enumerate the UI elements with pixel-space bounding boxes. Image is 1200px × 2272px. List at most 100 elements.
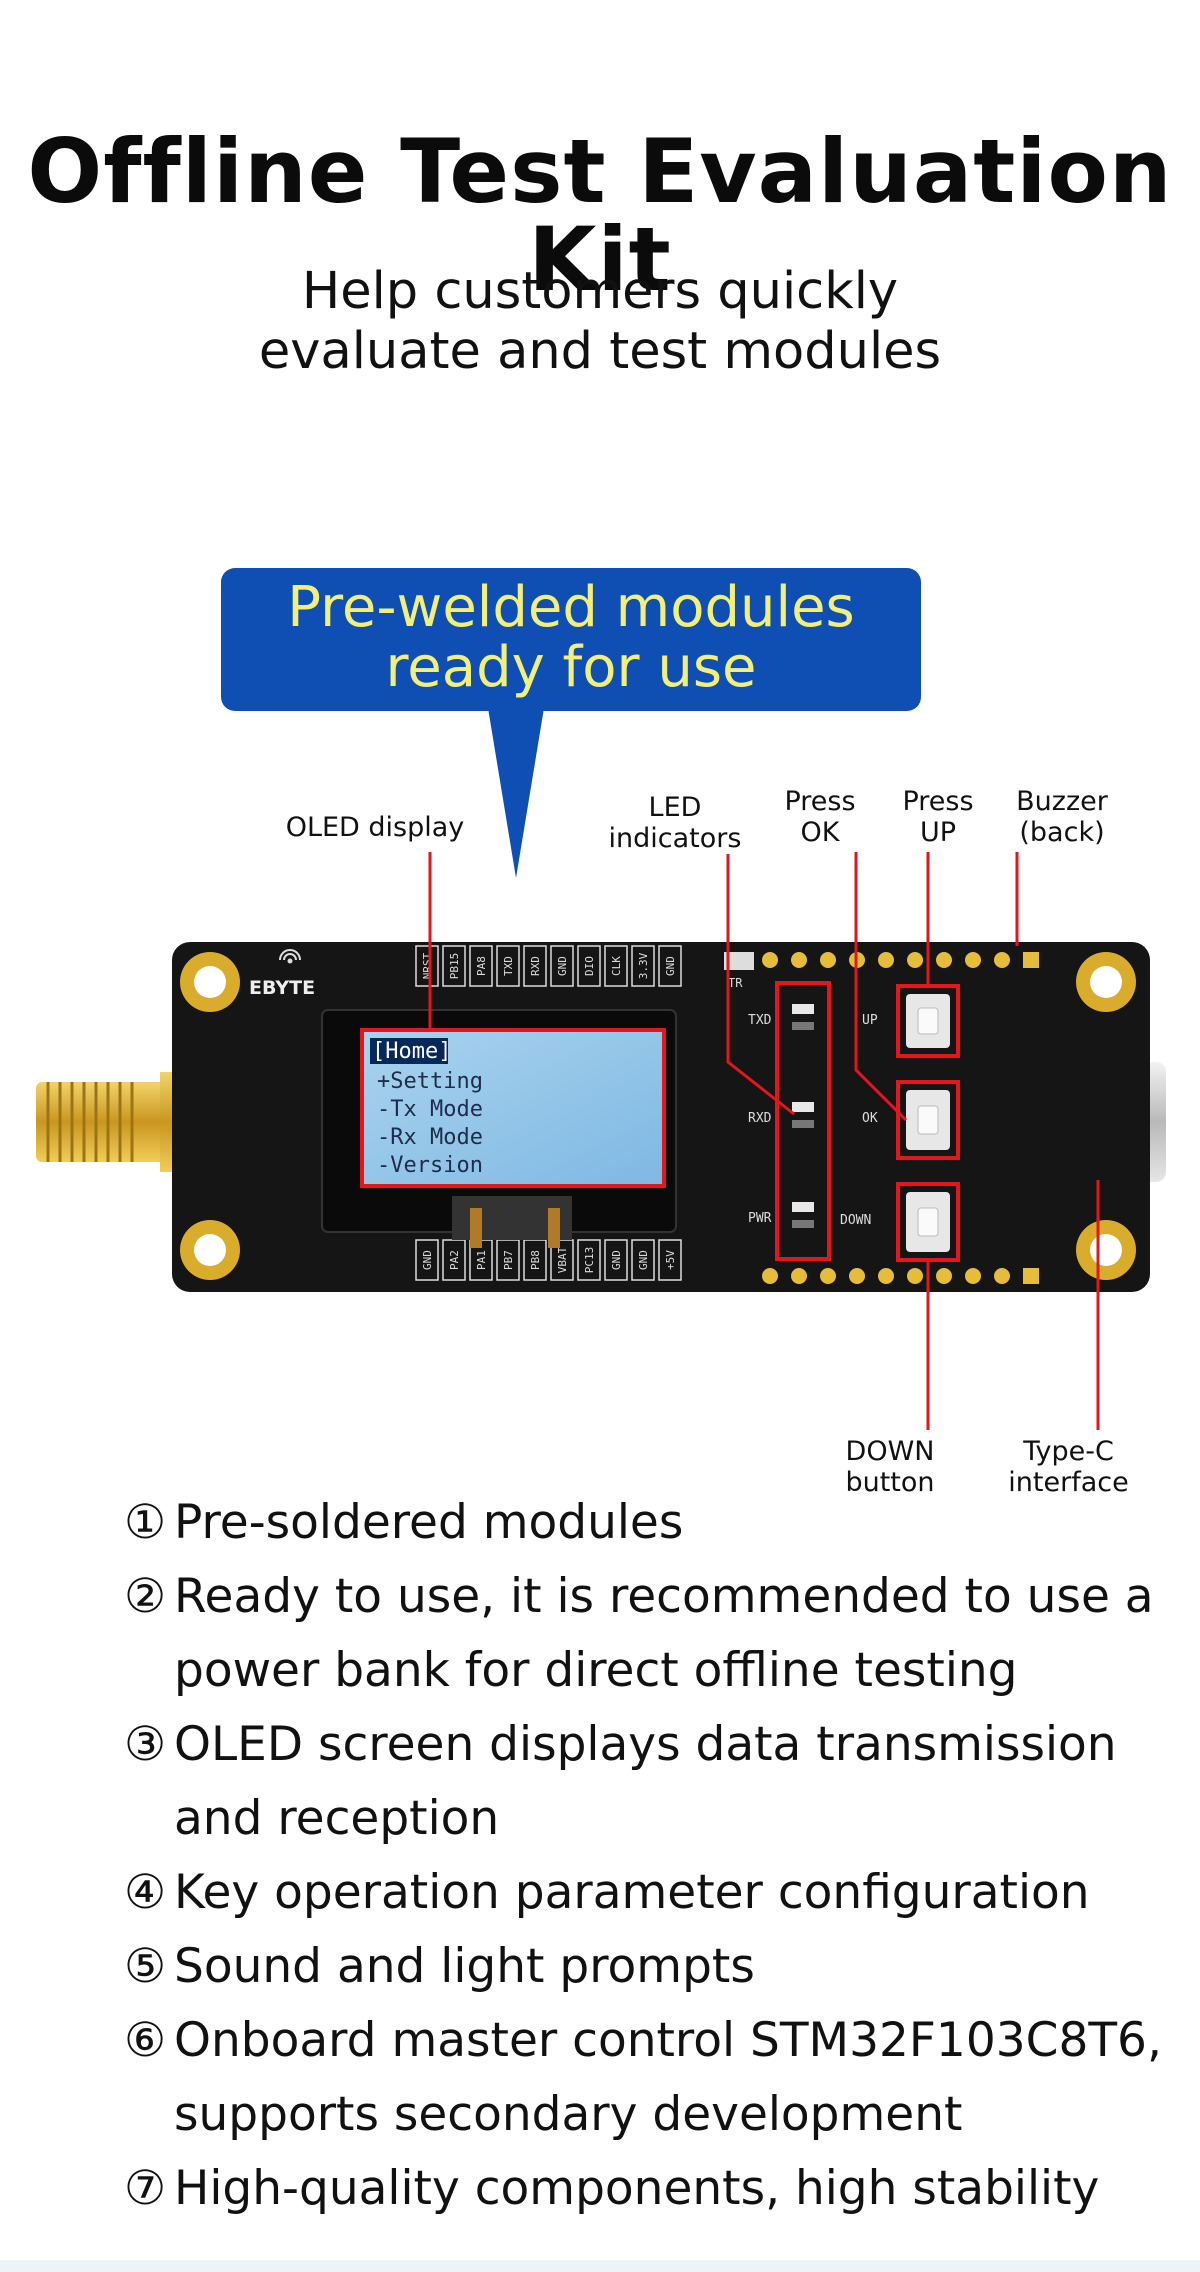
gold-pad [820,1268,836,1284]
feature-number: ⑥ [124,2013,167,2068]
feature-text: OLED screen displays data transmission a… [174,1717,1117,1846]
pin-label: PB8 [529,1250,542,1270]
led-indicators: TXD RXD PWR [748,981,831,1261]
oled-line-home: [Home] [372,1039,451,1064]
feature-number: ④ [124,1865,167,1920]
silk-up: UP [862,1013,878,1028]
pin-label: PA8 [475,956,488,976]
pin-label: VBAT [556,1246,569,1273]
subtitle-line: evaluate and test modules [258,322,942,381]
pin-box [415,1239,439,1281]
feature-number: ⑤ [124,1939,167,1994]
label-type-c: Type-C interface [996,1436,1141,1498]
label-press-up: Press UP [888,786,988,848]
oled-line-rx: -Rx Mode [377,1125,483,1150]
pad-row-bottom [762,1268,1039,1284]
feature-item: ② Ready to use, it is recommended to use… [124,1560,1164,1708]
pin-label: +5V [664,1250,677,1270]
label-oled-display: OLED display [285,812,465,843]
feature-item: ④ Key operation parameter configuration [124,1856,1164,1930]
silk-txd: TXD [748,1013,772,1028]
pin-box [604,1239,628,1281]
feature-item: ⑥ Onboard master control STM32F103C8T6, … [124,2004,1164,2152]
gold-pad [994,1268,1010,1284]
feature-number: ② [124,1569,167,1624]
pin-box [604,945,628,987]
label-buzzer: Buzzer (back) [1002,786,1122,848]
gold-pad [936,952,952,968]
label-line: button [845,1467,935,1498]
pin-label: PB15 [448,953,461,980]
pin-label: PA1 [475,1250,488,1270]
label-line: OK [800,817,840,848]
label-line: LED [648,792,702,823]
bottom-edge [0,2260,1200,2272]
silk-down: DOWN [840,1213,871,1228]
pin-label: CLK [610,956,623,976]
mounting-hole [1076,1220,1136,1280]
oled-line-version: -Version [377,1153,483,1178]
pin-box [631,945,655,987]
pin-box [469,945,493,987]
up-button: UP [862,984,960,1058]
mounting-hole [180,952,240,1012]
pin-label: 3.3V [637,952,650,979]
feature-text: High-quality components, high stability [174,2161,1100,2216]
feature-list: ① Pre-soldered modules ② Ready to use, i… [124,1486,1164,2226]
callout-bubble: Pre-welded modules ready for use [221,568,921,711]
oled-line-setting: +Setting [377,1069,483,1094]
gold-pad [878,952,894,968]
pad-row-top [762,952,1039,968]
callout-pointer [488,708,544,878]
pin-box [658,1239,682,1281]
page-title: Offline Test Evaluation Kit [27,120,1173,311]
feature-text: Ready to use, it is recommended to use a… [174,1569,1154,1698]
gold-pad-square [1023,952,1039,968]
gold-pad [878,1268,894,1284]
label-line: Press [784,786,856,817]
feature-item: ⑦ High-quality components, high stabilit… [124,2152,1164,2226]
callout-line: Pre-welded modules [287,575,855,640]
pin-label: NRST [421,952,434,979]
gold-pad [762,952,778,968]
feature-text: Pre-soldered modules [174,1495,684,1550]
pin-label: GND [664,956,677,976]
feature-number: ③ [124,1717,167,1772]
feature-item: ③ OLED screen displays data transmission… [124,1708,1164,1856]
pin-box [631,1239,655,1281]
oled-display: [Home] +Setting -Tx Mode -Rx Mode -Versi… [321,1009,677,1248]
silk-ok: OK [862,1111,878,1126]
ok-button: OK [862,1080,960,1160]
pin-box [550,945,574,987]
silk-tr: TR [728,976,743,990]
pin-label: GND [610,1250,623,1270]
silk-rxd: RXD [748,1111,772,1126]
svg-text:EBYTE: EBYTE [249,977,315,999]
gold-pad [791,952,807,968]
leader-led [726,854,795,1116]
pin-label: PA2 [448,1250,461,1270]
tr-chip [724,952,754,970]
pin-label: PB7 [502,1250,515,1270]
oled-line-tx: -Tx Mode [377,1097,483,1122]
feature-text: Sound and light prompts [174,1939,755,1994]
pin-label: TXD [502,956,515,976]
feature-number: ⑦ [124,2161,167,2216]
pin-box [577,1239,601,1281]
label-down-button: DOWN button [830,1436,950,1498]
pin-label: RXD [529,956,542,976]
label-line: DOWN [845,1436,935,1467]
gold-pad [820,952,836,968]
feature-text: Key operation parameter configuration [174,1865,1090,1920]
mounting-hole [1076,952,1136,1012]
pin-box [523,945,547,987]
subtitle-line: Help customers quickly [301,262,899,321]
pin-label: DIO [583,956,596,976]
callout-line: ready for use [385,635,757,700]
ebyte-logo: EBYTE [249,949,315,999]
gold-pad [965,952,981,968]
label-line: (back) [1019,817,1105,848]
